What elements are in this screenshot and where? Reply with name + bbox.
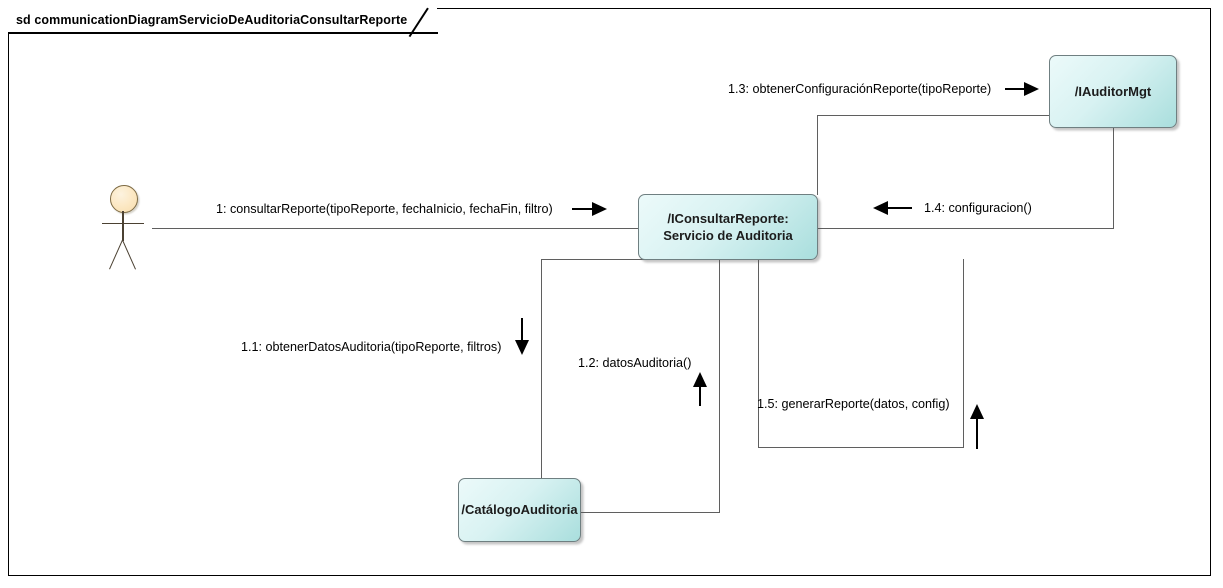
message-label-m13[interactable]: 1.3: obtenerConfiguraciónReporte(tipoRep… [728, 82, 992, 96]
connector-self-15-left [758, 259, 760, 448]
connector-self-15-right [963, 259, 965, 448]
connector-auditor-down [1113, 128, 1115, 229]
arrow-stem-m12 [699, 378, 701, 406]
connector-actor-to-consultar [152, 228, 638, 230]
connector-down-to-catalogo [541, 259, 543, 479]
connector-self-15-bottom [758, 447, 964, 449]
arrow-stem-m13 [1005, 88, 1027, 90]
message-label-m1[interactable]: 1: consultarReporte(tipoReporte, fechaIn… [216, 202, 553, 216]
connector-top-to-auditor-left [817, 115, 1049, 117]
arrow-stem-m15 [976, 417, 978, 449]
node-catalogo-auditoria[interactable]: /CatálogoAuditoria [458, 478, 581, 542]
actor-body-icon [122, 211, 124, 241]
arrow-stem-m11 [521, 318, 523, 344]
connector-up-to-consultar-12 [719, 259, 721, 513]
node-auditor-mgt[interactable]: /IAuditorMgt [1049, 55, 1177, 128]
message-label-m12[interactable]: 1.2: datosAuditoria() [578, 356, 692, 370]
frame-label-underline [8, 32, 438, 34]
message-label-m15[interactable]: 1.5: generarReporte(datos, config) [757, 397, 950, 411]
arrow-stem-m14 [888, 207, 912, 209]
connector-auditor-back-to-consultar [817, 228, 1114, 230]
arrow-head-m12 [692, 372, 707, 387]
node-consultar-reporte[interactable]: /IConsultarReporte: Servicio de Auditori… [638, 194, 818, 260]
arrow-head-m14 [873, 200, 888, 215]
node-catalogo-auditoria-line1: /CatálogoAuditoria [461, 502, 578, 518]
connector-consultar-up-to-auditor [817, 115, 819, 195]
arrow-head-m11 [514, 340, 529, 355]
connector-consultar-left-11 [541, 259, 651, 261]
arrow-head-m13 [1024, 81, 1039, 96]
actor-head-icon [110, 185, 138, 213]
node-auditor-mgt-line1: /IAuditorMgt [1074, 83, 1152, 99]
frame-label: sd communicationDiagramServicioDeAuditor… [8, 8, 438, 32]
message-label-m14[interactable]: 1.4: configuracion() [924, 201, 1032, 215]
node-consultar-reporte-line1: /IConsultarReporte: [667, 210, 789, 226]
actor-arms-icon [102, 223, 144, 225]
message-label-m11[interactable]: 1.1: obtenerDatosAuditoria(tipoReporte, … [241, 340, 502, 354]
connector-catalogo-right-12 [580, 512, 720, 514]
arrow-stem-m1 [572, 208, 594, 210]
arrow-head-m1 [592, 201, 607, 216]
node-consultar-reporte-line2: Servicio de Auditoria [663, 228, 793, 243]
arrow-head-m15 [969, 404, 984, 419]
diagram-frame [8, 8, 1211, 576]
